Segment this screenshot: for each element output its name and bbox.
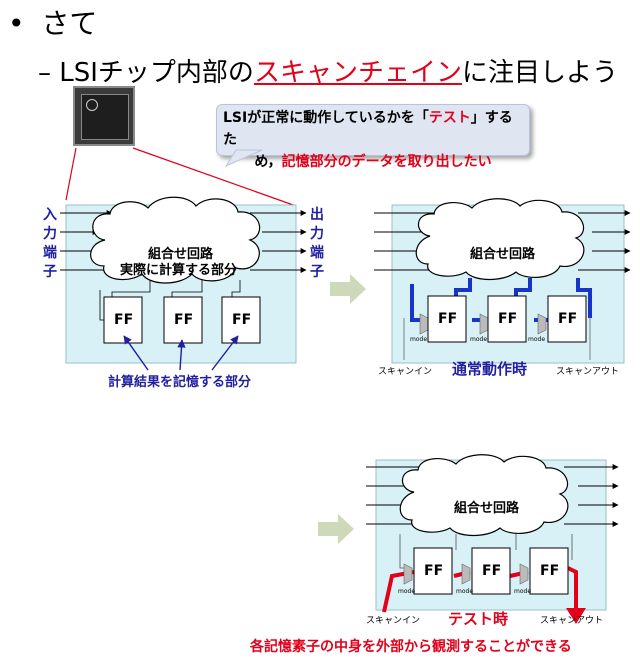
bottom-mode-label-2: mode [456, 588, 474, 595]
outputs-label: 出 力 端 子 [310, 207, 324, 280]
normal-operation-caption: 通常動作時 [452, 360, 528, 378]
right-scan-in-label: スキャンイン [378, 367, 433, 377]
bottom-scan-out-label: スキャンアウト [540, 616, 604, 626]
callout-text-a: LSIが正常に動作しているかを「 [223, 110, 429, 126]
right-logic-cloud [415, 198, 585, 281]
left-logic-title: 組合せ回路 [148, 247, 214, 262]
lsi-chip-image [73, 86, 135, 146]
bottom-logic-cloud [399, 454, 569, 537]
right-scan-out-label: スキャンアウト [556, 367, 620, 377]
right-mode-label-2: mode [470, 336, 488, 343]
left-ff-3 [221, 296, 261, 344]
callout-pointer [224, 149, 263, 168]
right-ff-3 [547, 295, 587, 343]
inputs-label: 入 力 端 子 [43, 207, 57, 280]
subheading-highlight: スキャンチェイン [253, 58, 462, 88]
left-ff-2-label: FF [174, 312, 194, 328]
bottom-ff-2 [471, 547, 511, 595]
right-ff-2 [487, 295, 527, 343]
right-logic-title: 組合せ回路 [470, 247, 536, 262]
bottom-ff-1 [413, 547, 453, 595]
left-logic-subtitle: 実際に計算する部分 [120, 263, 238, 278]
subheading-prefix: – LSIチップ内部の [38, 58, 254, 88]
left-ff-2 [163, 296, 203, 344]
heading-text: さて [41, 7, 98, 40]
callout-box: LSIが正常に動作しているかを「テスト」するた め，記憶部分のデータを取り出した… [216, 104, 530, 170]
bottom-logic-title: 組合せ回路 [454, 501, 520, 516]
left-ff-1 [103, 296, 143, 344]
left-ff-3-label: FF [232, 312, 252, 328]
bottom-scan-in-label: スキャンイン [366, 616, 421, 626]
bottom-mode-label-1: mode [398, 588, 416, 595]
chip-zoom-line-right [132, 147, 297, 207]
subheading: – LSIチップ内部のスキャンチェインに注目しよう [38, 52, 618, 89]
bottom-ff-1-label: FF [424, 563, 444, 579]
transition-arrow-2 [318, 514, 354, 544]
test-mode-caption: テスト時 [448, 610, 509, 628]
callout-red-memory: 記憶部分のデータを取り出したい [281, 154, 492, 170]
right-mode-label-3: mode [528, 336, 546, 343]
callout-text-b: 」するた [223, 110, 513, 148]
right-ff-3-label: FF [558, 311, 578, 327]
bottom-mode-label-3: mode [514, 588, 532, 595]
scan-out-red-arrow [566, 608, 586, 624]
right-diagram [374, 198, 631, 364]
bottom-ff-3 [529, 547, 569, 595]
heading: • さて [8, 2, 97, 42]
left-ff-1-label: FF [114, 312, 134, 328]
bottom-ff-3-label: FF [540, 563, 560, 579]
right-ff-2-label: FF [498, 311, 518, 327]
subheading-suffix: に注目しよう [461, 58, 618, 88]
callout-text-c: め， [254, 154, 282, 170]
transition-arrow-1 [330, 274, 366, 304]
right-ff-1 [427, 295, 467, 343]
right-ff-1-label: FF [438, 311, 458, 327]
chip-zoom-line-left [65, 147, 77, 201]
left-logic-cloud [90, 196, 261, 284]
memory-part-label: 計算結果を記憶する部分 [108, 375, 252, 390]
conclusion-text: 各記憶素子の中身を外部から観測することができる [250, 639, 572, 655]
right-mode-label-1: mode [410, 336, 428, 343]
bullet-glyph: • [8, 7, 25, 40]
bottom-ff-2-label: FF [482, 563, 502, 579]
callout-red-test: テスト [428, 110, 471, 126]
left-diagram [60, 196, 307, 371]
bottom-diagram [366, 454, 619, 624]
